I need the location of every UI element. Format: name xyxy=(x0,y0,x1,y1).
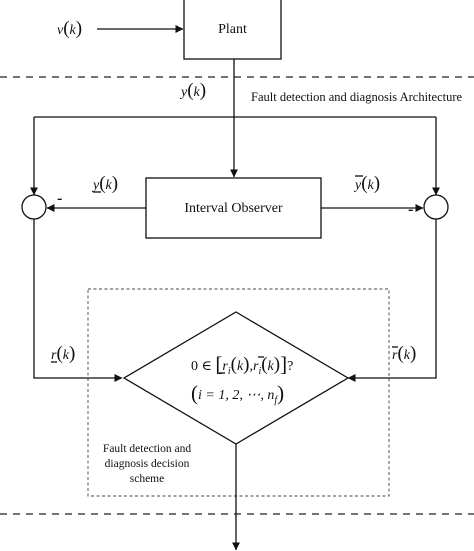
right-summing-junction xyxy=(423,194,449,220)
output-signal-label: y(k) xyxy=(179,80,206,101)
lower-residual-label: r(k) xyxy=(51,343,75,364)
decision-index-range: (i = 1, 2, ⋯, nf) xyxy=(191,381,284,406)
decision-diamond xyxy=(122,311,350,445)
right-minus-sign: - xyxy=(408,201,413,218)
scheme-label-line1: Fault detection and xyxy=(103,443,191,455)
interval-observer-label: Interval Observer xyxy=(184,201,283,216)
decision-condition: 0 ∈ [ri(k),ri(k)]? xyxy=(191,352,293,377)
left-minus-sign: - xyxy=(57,190,62,207)
left-summing-junction xyxy=(21,194,47,220)
plant-label: Plant xyxy=(218,22,247,37)
scheme-label-line2: diagnosis decision xyxy=(105,458,190,470)
upper-residual-label: r(k) xyxy=(392,343,416,364)
input-signal-label: v(k) xyxy=(57,18,82,39)
plant-block xyxy=(183,0,282,60)
decision-scheme-box xyxy=(87,288,390,497)
upper-estimate-label: y(k) xyxy=(353,173,380,194)
architecture-label: Fault detection and diagnosis Architectu… xyxy=(251,90,463,104)
lower-estimate-label: y(k) xyxy=(91,173,118,194)
lower-residual-line xyxy=(33,219,123,382)
scheme-label-line3: scheme xyxy=(130,473,164,485)
upper-residual-line xyxy=(347,219,437,382)
